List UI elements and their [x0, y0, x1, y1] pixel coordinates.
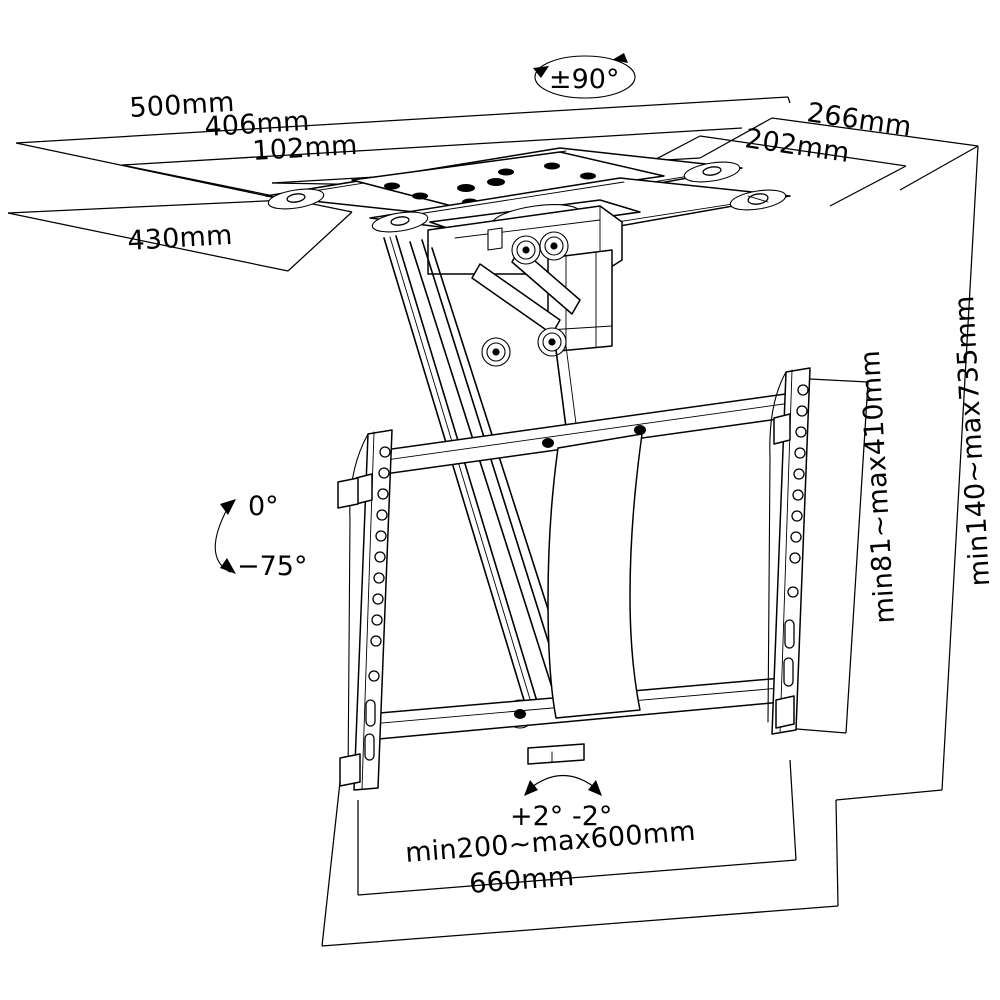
- dim-line-202mm: [699, 135, 907, 167]
- label-102mm: 102mm: [252, 130, 359, 167]
- ceiling-plate-hole-1: [457, 184, 475, 192]
- dim-ext-406mm-left: [121, 164, 353, 213]
- scissor-pivot-3: [481, 337, 511, 367]
- scissor-pivot-1: [511, 235, 541, 265]
- rotation-indicator-90: [533, 53, 636, 99]
- dim-line-735mm: [941, 145, 979, 791]
- label-430mm: 430mm: [127, 220, 234, 257]
- tilt-indicator: [214, 499, 236, 574]
- dim-ext-266mm-right: [899, 145, 979, 191]
- dim-ext-430mm-upper: [7, 199, 287, 214]
- label-min81-max410mm: min81~max410mm: [855, 349, 901, 624]
- label-660mm: 660mm: [468, 861, 575, 900]
- scissor-pivot-4: [537, 327, 567, 357]
- bracket-rail-bottom-bolt-1: [514, 709, 526, 719]
- bracket-center-spine: [547, 433, 643, 719]
- bracket-left-clip-bottom: [339, 753, 361, 787]
- dim-ext-430mm-right: [287, 211, 353, 272]
- bracket-rail-top-bolt-2: [634, 425, 646, 435]
- label-roll-positive: +2°: [510, 801, 563, 832]
- dim-ext-735mm-bottom: [835, 789, 943, 801]
- drop-housing-seam: [454, 219, 601, 239]
- tv-bracket-assembly: [337, 367, 811, 791]
- dim-line-410mm: [845, 381, 869, 734]
- roll-arc: [527, 774, 599, 791]
- dim-line-266mm: [771, 117, 979, 147]
- dim-ext-660mm-right: [835, 799, 839, 907]
- bracket-rail-top-seam: [371, 401, 799, 463]
- dim-ext-600mm-right: [789, 759, 797, 861]
- ceiling-plate-hole-6: [544, 162, 560, 170]
- label-roll-negative: -2°: [572, 801, 612, 832]
- label-406mm: 406mm: [204, 106, 311, 143]
- rotation-arrow-left: [533, 66, 549, 78]
- dim-tick-500mm-right: [787, 96, 791, 104]
- roll-arrow-right: [588, 780, 602, 796]
- bracket-right-clip-top: [773, 413, 791, 445]
- rotation-ellipse: [534, 55, 636, 99]
- ceiling-front-bolt-slot: [747, 195, 769, 203]
- ceiling-front-bolt-left: [390, 216, 410, 226]
- label-tilt-0: 0°: [248, 491, 279, 522]
- bracket-left-clip-top-face: [337, 477, 359, 509]
- bracket-rail-left: [337, 429, 393, 791]
- scissor-arm-outer-d: [421, 239, 567, 699]
- tilt-hinge-block: [527, 743, 585, 765]
- bracket-rail-right: [767, 367, 811, 735]
- scissor-arm-outer-b: [395, 235, 543, 719]
- dim-line-430mm: [7, 212, 289, 272]
- bracket-rail-right-flange: [767, 371, 787, 723]
- bracket-rail-left-flange: [347, 433, 369, 781]
- dim-ext-266mm-left: [699, 117, 773, 159]
- ceiling-plate-hole-5: [498, 168, 514, 176]
- dim-line-500mm: [15, 96, 789, 144]
- roll-arrow-left: [524, 780, 538, 796]
- dim-line-600mm: [357, 859, 797, 896]
- dim-line-406mm: [121, 127, 743, 166]
- ceiling-plate-hole-9: [384, 182, 400, 190]
- roll-indicator: [524, 774, 602, 796]
- scissor-arm-outer-c: [409, 241, 557, 701]
- bracket-right-clip-bottom: [775, 695, 795, 729]
- ceiling-rail-bolt-right: [702, 166, 722, 176]
- dimension-group-vertical-right: [771, 145, 979, 801]
- rotation-arrow-right: [612, 53, 628, 63]
- scissor-arm-outer-mid: [389, 236, 537, 720]
- dimension-group-bottom: [321, 759, 839, 947]
- tilt-arrow-top: [220, 499, 236, 515]
- center-bolt: [487, 227, 503, 251]
- ceiling-rail-front-edge: [385, 181, 625, 220]
- bracket-rail-right-body: [771, 367, 811, 735]
- scissor-pivot-2: [539, 231, 569, 261]
- bracket-rail-top-bolt-1: [542, 438, 554, 448]
- dim-ext-202mm-right: [829, 165, 907, 207]
- scissor-arm-outer-a: [383, 237, 531, 721]
- dim-ext-660mm-left: [321, 781, 341, 947]
- ceiling-plate-edge-left: [351, 179, 453, 207]
- ceiling-plate-hole-2: [487, 178, 505, 186]
- tilt-arrow-bottom: [220, 558, 236, 574]
- dim-line-660mm: [321, 905, 839, 947]
- label-rotation-90: ±90°: [549, 64, 619, 95]
- ceiling-plate-hole-3: [412, 192, 428, 200]
- label-tilt-75: −75°: [237, 551, 307, 582]
- ceiling-rail-bolt-left: [286, 193, 306, 203]
- ceiling-plate-hole-7: [580, 172, 596, 180]
- label-500mm: 500mm: [129, 87, 236, 124]
